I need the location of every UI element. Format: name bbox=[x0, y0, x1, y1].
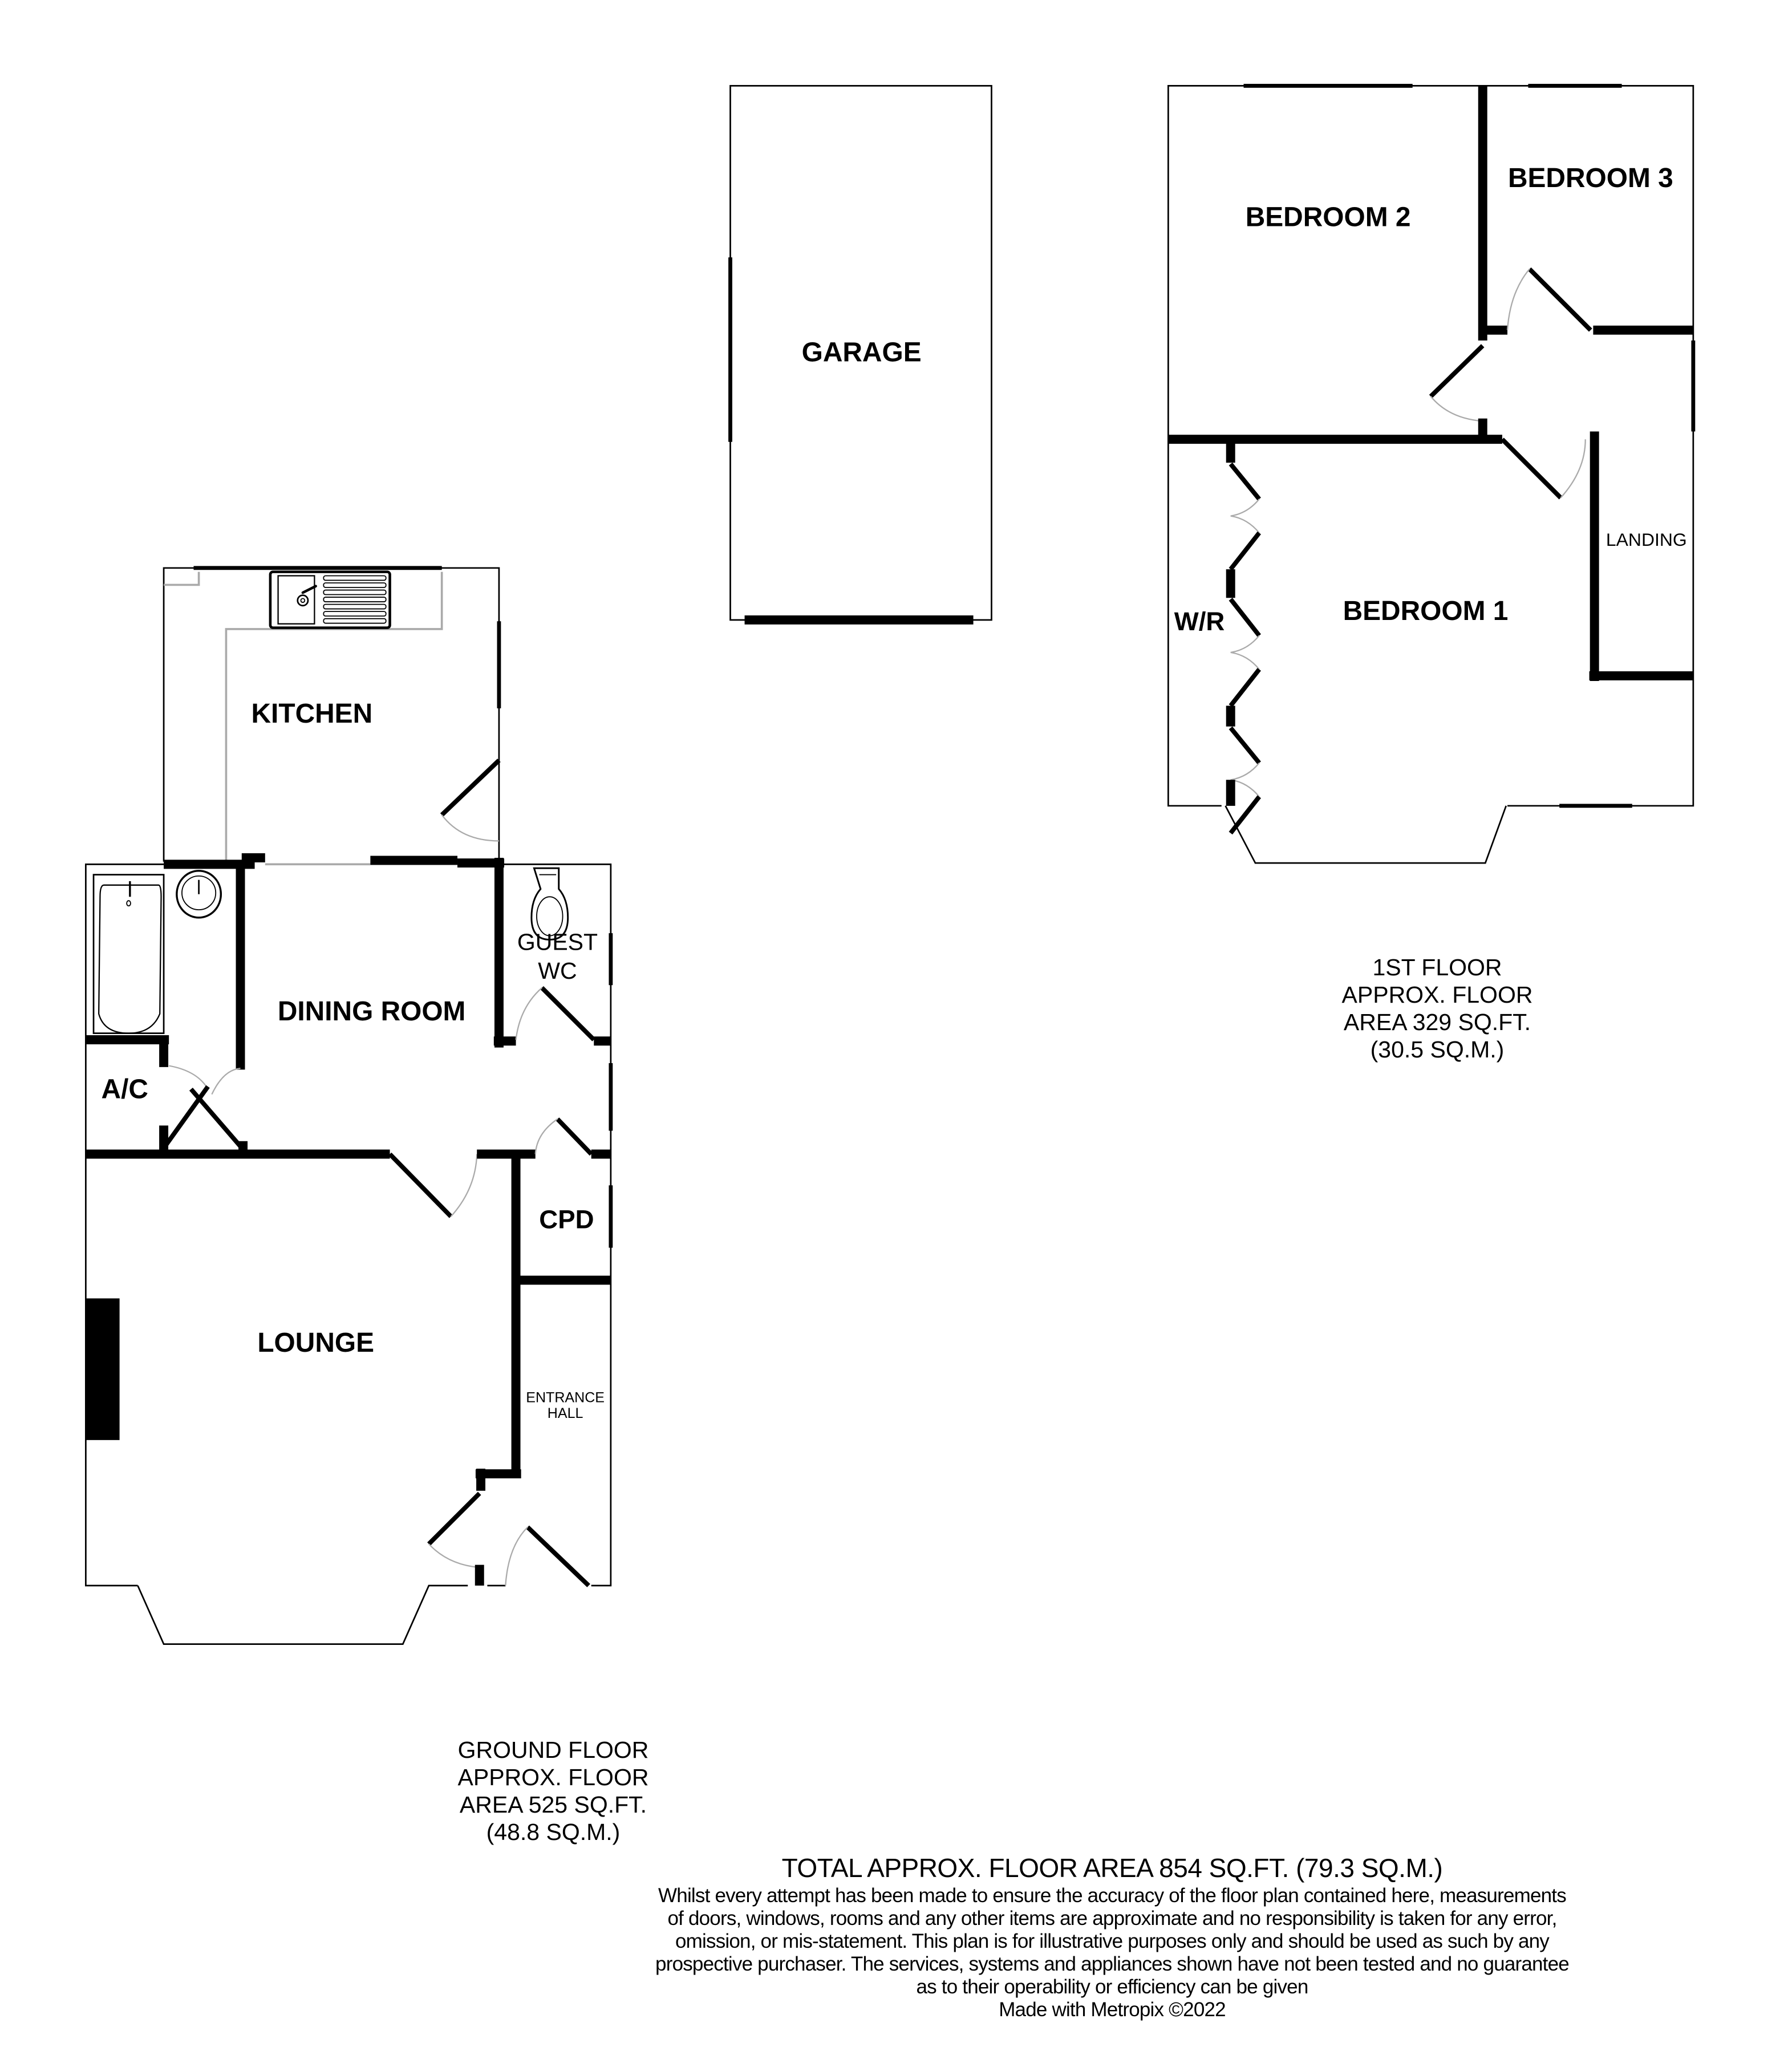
disclaimer-line: prospective purchaser. The services, sys… bbox=[655, 1953, 1570, 1975]
room-label-entrance-hall: ENTRANCE bbox=[526, 1390, 605, 1406]
wardrobe-doors bbox=[1226, 441, 1261, 835]
room-label-wardrobe: W/R bbox=[1174, 607, 1225, 636]
room-label-kitchen: KITCHEN bbox=[252, 699, 373, 729]
room-label-garage: GARAGE bbox=[802, 337, 922, 367]
room-label-cpd: CPD bbox=[539, 1205, 594, 1234]
ground-floor-title: GROUND FLOOR bbox=[457, 1737, 649, 1763]
room-label-bedroom-3: BEDROOM 3 bbox=[1508, 163, 1673, 193]
first-floor-area-sqm: (30.5 SQ.M.) bbox=[1370, 1036, 1505, 1063]
disclaimer-line: as to their operability or efficiency ca… bbox=[916, 1976, 1309, 1998]
total-floor-area: TOTAL APPROX. FLOOR AREA 854 SQ.FT. (79.… bbox=[781, 1853, 1443, 1883]
kitchen-sink-icon bbox=[269, 570, 391, 629]
toilet-icon bbox=[530, 867, 569, 941]
garage: GARAGE bbox=[728, 85, 992, 625]
bath-icon bbox=[92, 874, 165, 1034]
ground-floor-area-label: APPROX. FLOOR bbox=[457, 1764, 649, 1790]
disclaimer-line: Whilst every attempt has been made to en… bbox=[658, 1884, 1567, 1907]
footer: TOTAL APPROX. FLOOR AREA 854 SQ.FT. (79.… bbox=[559, 1851, 1665, 2021]
room-label-lounge: LOUNGE bbox=[257, 1328, 374, 1358]
basin-icon bbox=[176, 870, 222, 919]
ground-floor-area-sqft: AREA 525 SQ.FT. bbox=[459, 1791, 647, 1818]
chimney-breast bbox=[86, 1298, 120, 1440]
first-floor-title: 1ST FLOOR bbox=[1372, 954, 1502, 980]
disclaimer-line: of doors, windows, rooms and any other i… bbox=[667, 1907, 1557, 1930]
ground-floor-area-sqm: (48.8 SQ.M.) bbox=[486, 1819, 621, 1845]
disclaimer-line: omission, or mis-statement. This plan is… bbox=[675, 1930, 1550, 1952]
disclaimer: Whilst every attempt has been made to en… bbox=[559, 1884, 1665, 1999]
ground-floor-caption: GROUND FLOOR APPROX. FLOOR AREA 525 SQ.F… bbox=[422, 1736, 684, 1846]
first-floor-area-sqft: AREA 329 SQ.FT. bbox=[1343, 1009, 1531, 1035]
first-floor-caption: 1ST FLOOR APPROX. FLOOR AREA 329 SQ.FT. … bbox=[1306, 954, 1568, 1063]
room-label-ac: A/C bbox=[102, 1075, 148, 1105]
room-label-entrance-hall-2: HALL bbox=[548, 1405, 583, 1421]
room-label-dining-room: DINING ROOM bbox=[278, 996, 466, 1027]
room-label-guest-wc: GUEST bbox=[517, 929, 598, 955]
metropix-credit: Made with Metropix ©2022 bbox=[999, 1999, 1226, 2021]
first-floor-plan: BEDROOM 2 BEDROOM 3 BEDROOM 1 LANDING W/… bbox=[1167, 83, 1696, 864]
room-label-guest-wc-2: WC bbox=[538, 958, 577, 984]
room-label-bedroom-1: BEDROOM 1 bbox=[1343, 596, 1509, 626]
room-label-landing: LANDING bbox=[1606, 529, 1687, 550]
room-label-bedroom-2: BEDROOM 2 bbox=[1246, 202, 1411, 232]
ground-floor-plan: KITCHEN DINING ROOM GUEST WC A/C CPD LOU… bbox=[85, 566, 613, 1645]
first-floor-area-label: APPROX. FLOOR bbox=[1341, 982, 1533, 1008]
